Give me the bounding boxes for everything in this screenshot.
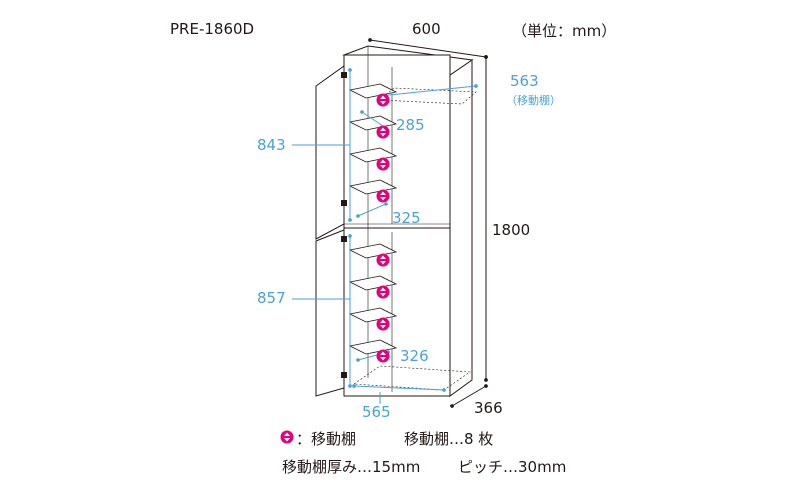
inner-width-top-label: 563 [510, 72, 539, 90]
depth-dimension-line [450, 384, 488, 408]
legend-pitch: ピッチ…30mm [458, 458, 567, 476]
shelf-depth-bottom-label: 326 [400, 347, 429, 365]
legend-marker-icon [280, 430, 294, 444]
inner-width-bottom-label: 565 [362, 403, 391, 421]
hinge-icons [341, 72, 347, 378]
width-label: 600 [412, 20, 441, 38]
height-label: 1800 [492, 221, 531, 239]
depth-label: 366 [474, 399, 503, 417]
model-number: PRE-1860D [170, 20, 255, 38]
legend-icon-label: ：移動棚 [296, 430, 357, 448]
legend-shelf-thickness: 移動棚厚み…15mm [282, 458, 421, 476]
upper-left-door[interactable] [315, 65, 345, 240]
legend-shelf-count: 移動棚…8 枚 [404, 430, 494, 448]
lower-height-label: 857 [257, 289, 286, 307]
unit-label: （単位：mm） [512, 22, 617, 40]
shelf-depth-mid-label: 325 [392, 209, 421, 227]
upper-height-label: 843 [257, 136, 286, 154]
lower-left-door[interactable] [315, 229, 345, 397]
cabinet-side-panel [449, 59, 473, 397]
shelf-depth-top-label: 285 [396, 116, 425, 134]
movable-shelf-note: （移動棚） [506, 94, 561, 107]
width-dimension-line [368, 38, 488, 59]
